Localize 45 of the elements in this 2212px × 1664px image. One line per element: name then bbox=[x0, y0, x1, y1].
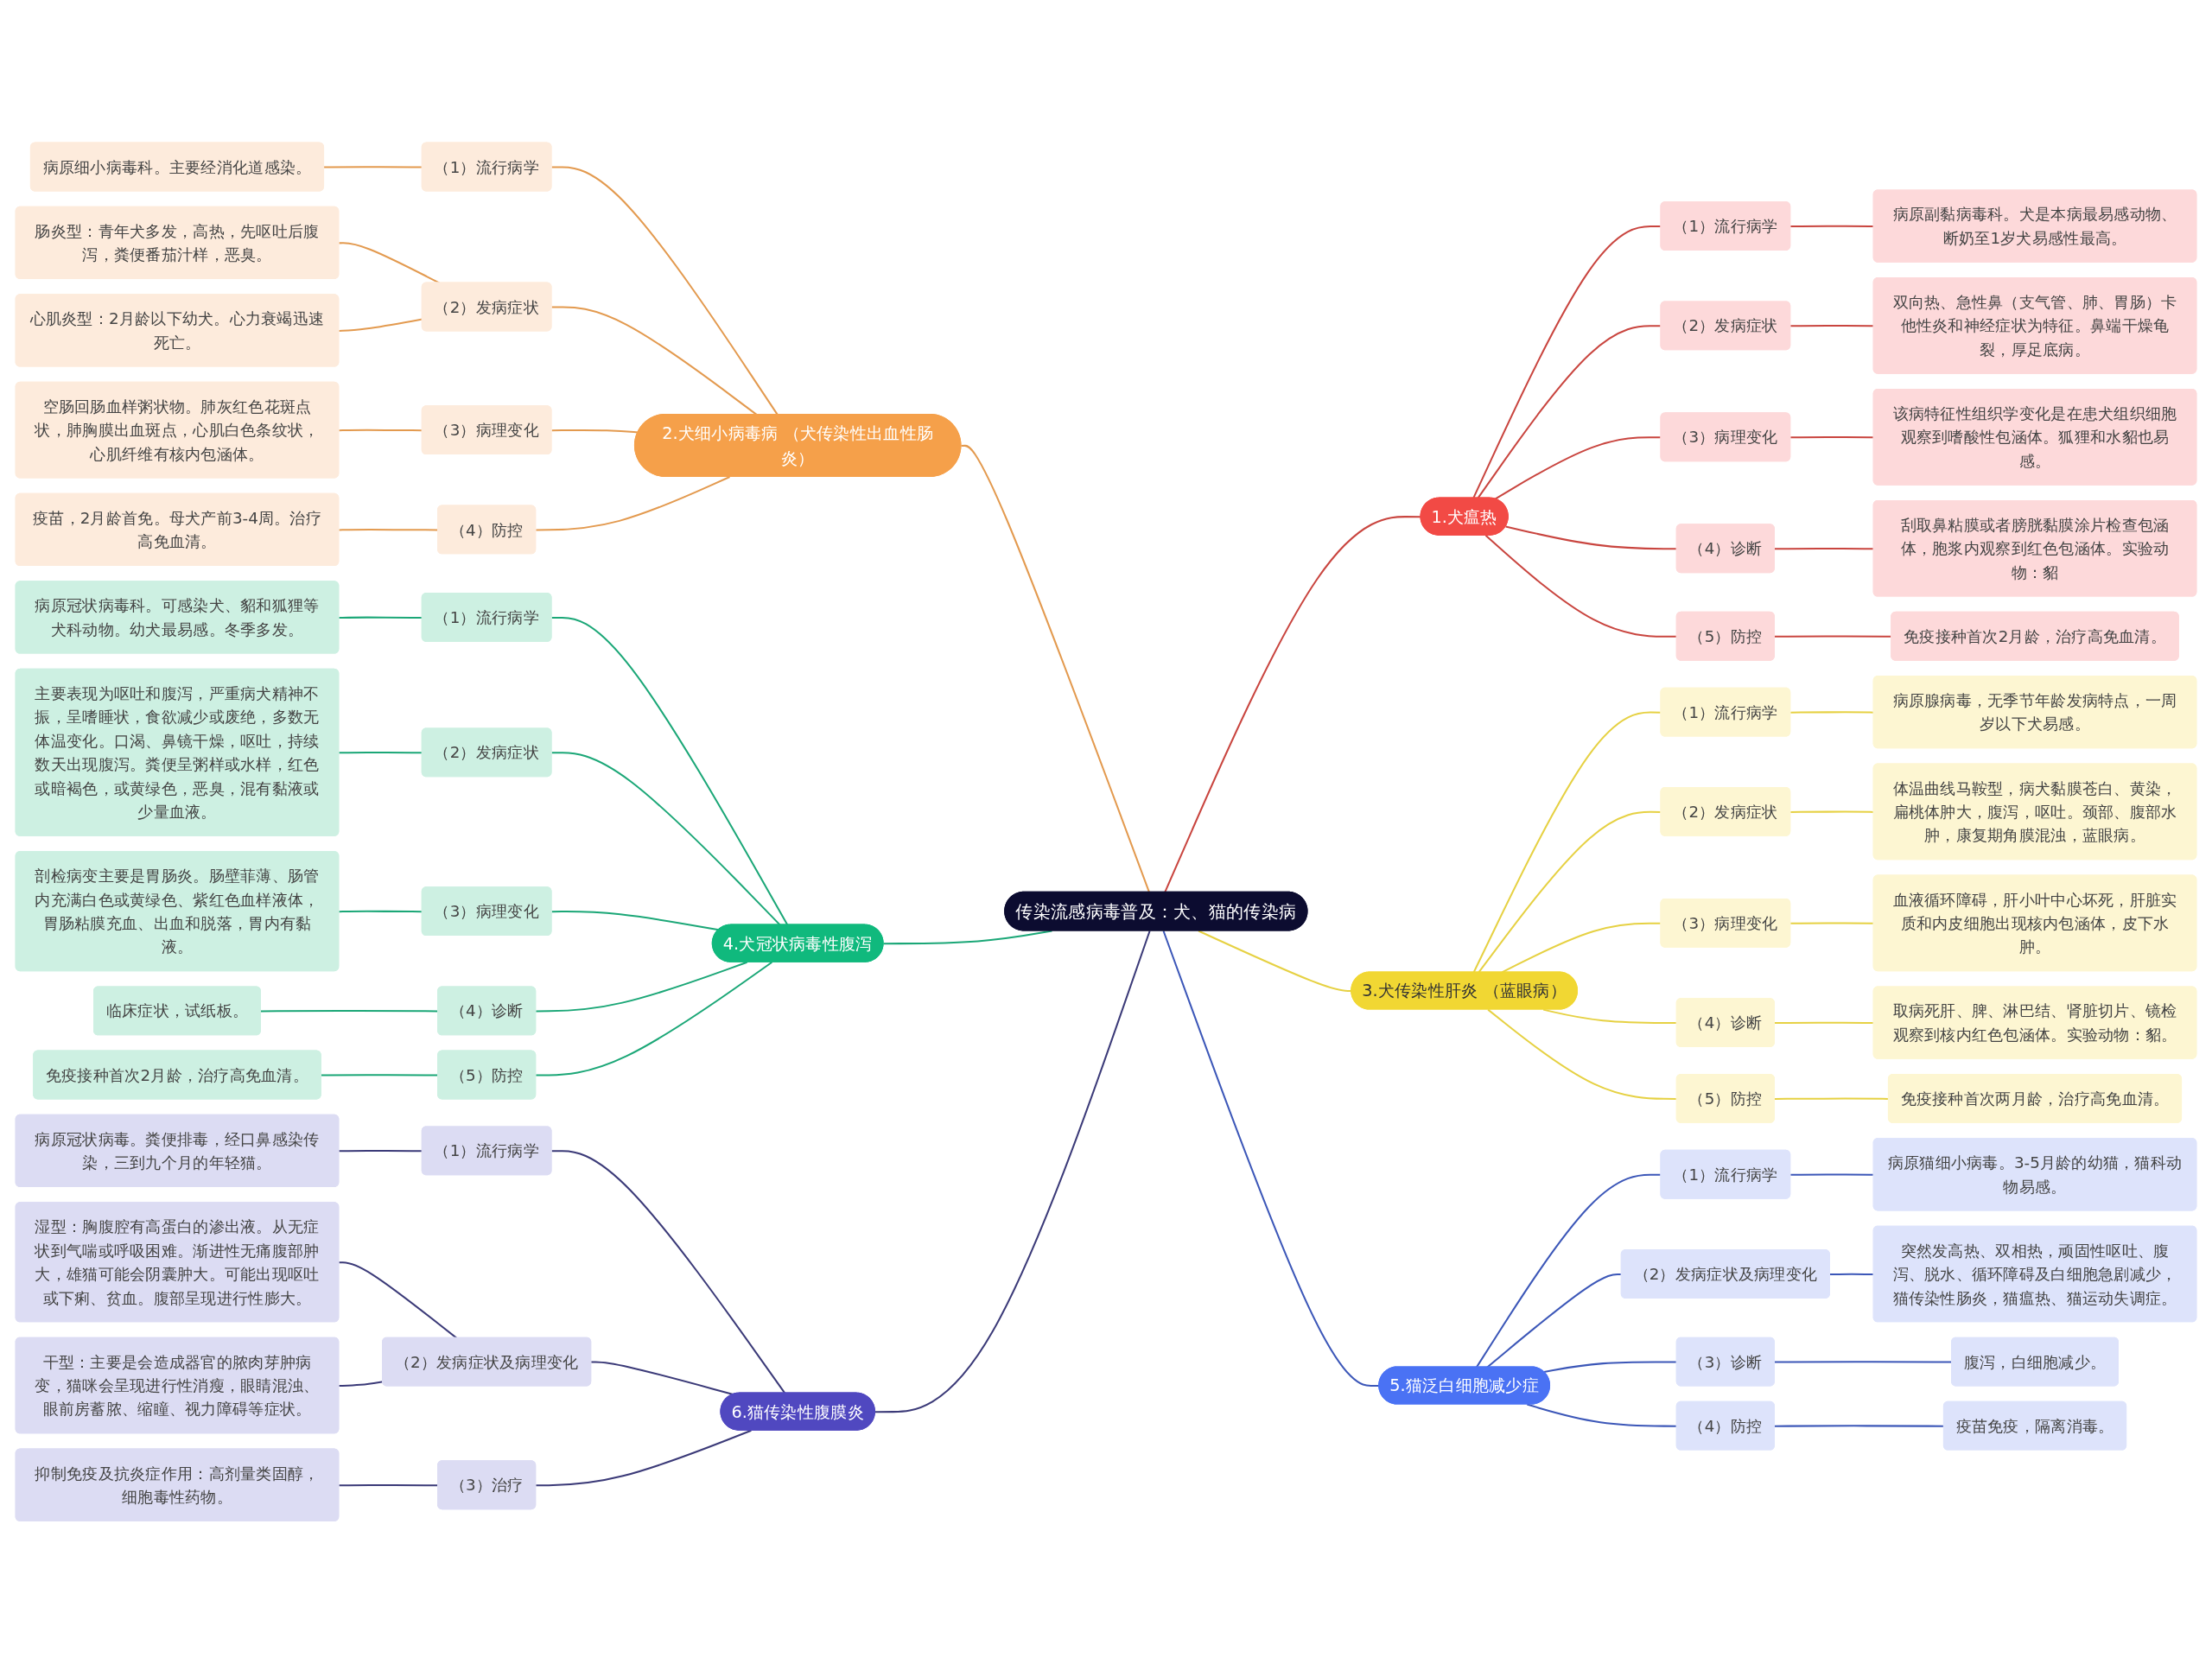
connector bbox=[1527, 1403, 1677, 1427]
connector bbox=[1790, 225, 1874, 228]
connector bbox=[1790, 436, 1874, 439]
connector bbox=[339, 616, 423, 619]
connector bbox=[536, 1430, 752, 1487]
connector bbox=[551, 1150, 786, 1394]
connector bbox=[339, 242, 441, 284]
connector bbox=[1774, 1097, 1889, 1101]
connector bbox=[551, 429, 639, 434]
connector bbox=[1790, 325, 1874, 327]
connector bbox=[551, 911, 719, 931]
connector bbox=[324, 166, 423, 168]
connector bbox=[339, 429, 423, 432]
connector bbox=[1790, 711, 1874, 714]
connector bbox=[551, 306, 758, 416]
connector bbox=[1790, 810, 1874, 814]
connector bbox=[1198, 930, 1352, 993]
connector bbox=[536, 962, 772, 1077]
connector bbox=[1829, 1273, 1874, 1276]
connector bbox=[1774, 548, 1874, 550]
connector bbox=[339, 1150, 423, 1153]
connector bbox=[1774, 1425, 1944, 1427]
connector bbox=[1484, 535, 1677, 638]
connector bbox=[339, 911, 423, 913]
connector bbox=[536, 476, 730, 531]
connector bbox=[1790, 922, 1874, 925]
connector bbox=[339, 752, 423, 754]
connector bbox=[1542, 1008, 1677, 1025]
connector bbox=[551, 166, 779, 416]
connector bbox=[1486, 1273, 1622, 1369]
connector bbox=[1774, 1022, 1874, 1025]
connector bbox=[536, 962, 747, 1013]
connector bbox=[883, 930, 1052, 945]
connector bbox=[1505, 525, 1677, 550]
connector bbox=[1487, 1009, 1677, 1101]
connector bbox=[961, 445, 1150, 893]
connector bbox=[1164, 516, 1421, 893]
connector bbox=[339, 1261, 457, 1339]
connector bbox=[1543, 1361, 1677, 1374]
connector bbox=[591, 1361, 734, 1396]
connector bbox=[551, 752, 781, 926]
connector bbox=[551, 617, 789, 926]
connector bbox=[1790, 1173, 1874, 1177]
connector bbox=[339, 318, 423, 333]
connector bbox=[874, 930, 1151, 1413]
